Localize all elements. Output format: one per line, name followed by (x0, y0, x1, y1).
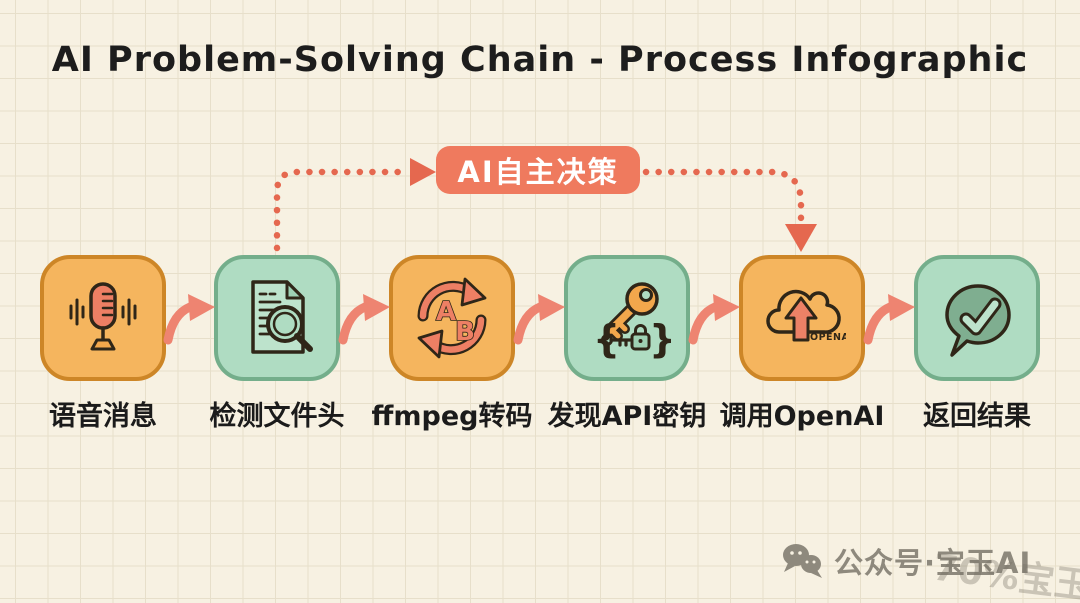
decision-badge: AI自主决策 (436, 146, 640, 194)
flow-arrow-icon (863, 294, 915, 345)
flow-arrow-icon (163, 294, 215, 345)
step-discover-api-key: { } (564, 255, 690, 381)
step-label-apikey: 发现API密钥 (547, 401, 707, 432)
microphone-icon (69, 282, 137, 351)
decision-badge-label: AI自主决策 (457, 155, 619, 189)
arrowhead-right-icon (410, 158, 436, 186)
ab-convert-icon: A B (417, 277, 487, 359)
openai-label: OPENAI (810, 332, 846, 343)
step-label-detect: 检测文件头 (209, 401, 345, 432)
step-label-ffmpeg: ffmpeg转码 (371, 401, 533, 432)
flow-arrow-icon (688, 294, 740, 345)
document-search-icon (251, 280, 313, 354)
step-label-result: 返回结果 (923, 401, 1031, 432)
step-ffmpeg-transcode: A B (389, 255, 515, 381)
wechat-icon (783, 544, 822, 578)
letter-b-label: B (455, 317, 475, 347)
dotted-line-right (642, 168, 805, 226)
step-detect-file-header (214, 255, 340, 381)
step-label-openai: 调用OpenAI (719, 401, 885, 432)
page-title: AI Problem-Solving Chain - Process Infog… (51, 40, 1029, 80)
footer-credit: 公众号·宝玉AI (780, 540, 1031, 582)
check-bubble-icon (945, 284, 1011, 357)
cloud-upload-icon: OPENAI (766, 289, 846, 343)
api-key-icon: { } (593, 282, 671, 361)
dotted-line-left (273, 168, 410, 252)
step-call-openai: OPENAI (739, 255, 865, 381)
flow-arrow-icon (513, 294, 565, 345)
letter-a-label: A (436, 297, 456, 327)
step-voice-message (40, 255, 166, 381)
footer-account-label: 公众号·宝玉AI (834, 546, 1032, 580)
brace-close-label: } (649, 317, 671, 361)
step-return-result (914, 255, 1040, 381)
step-label-voice: 语音消息 (49, 401, 157, 432)
watermark-text: 70%宝玉 (930, 547, 1080, 603)
arrowhead-down-icon (785, 224, 817, 252)
flow-arrow-icon (338, 294, 390, 345)
